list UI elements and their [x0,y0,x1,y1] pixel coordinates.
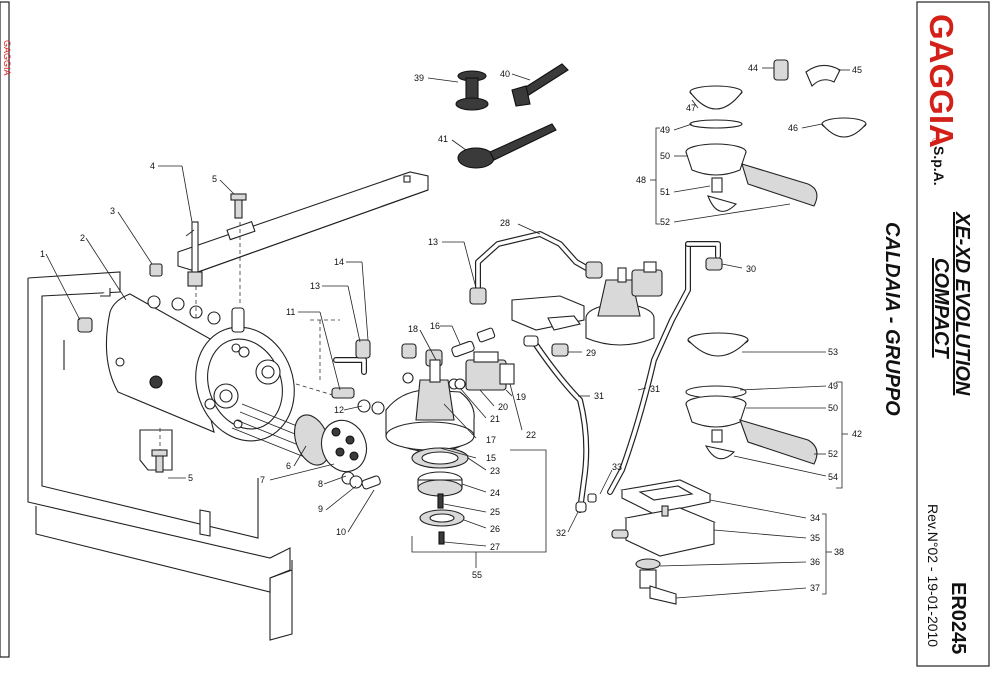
callout-39: 39 [414,73,424,83]
callout-6: 6 [286,461,291,471]
callout-52-top: 52 [660,217,670,227]
callout-26: 26 [490,524,500,534]
callout-48: 48 [636,175,646,185]
callout-17: 17 [486,435,496,445]
callout-40: 40 [500,69,510,79]
callout-13-right: 13 [428,237,438,247]
brew-group-assembly [331,327,547,553]
callout-28: 28 [500,218,510,228]
callout-38: 38 [834,547,844,557]
revision-label: Rev.N°02 - 19-01-2010 [925,504,941,647]
brand-suffix: S.p.A. [931,146,947,186]
callout-29: 29 [586,348,596,358]
callout-24: 24 [490,488,500,498]
callout-3: 3 [110,206,115,216]
callout-50-bottom: 50 [828,403,838,413]
brand-registered-mark: ® [930,138,940,145]
section-title: CALDAIA - GRUPPO [881,222,903,416]
callout-5-bottom: 5 [188,473,193,483]
callout-53: 53 [828,347,838,357]
callout-16: 16 [430,321,440,331]
left-edge-mark: GAGGIA [2,40,12,76]
callout-30: 30 [746,264,756,274]
callout-2: 2 [80,233,85,243]
callout-20: 20 [498,402,508,412]
callout-42: 42 [852,429,862,439]
callout-14: 14 [334,257,344,267]
callout-4: 4 [150,161,155,171]
callout-15: 15 [486,453,496,463]
document-code: ER0245 [947,582,969,654]
callout-19: 19 [516,392,526,402]
callout-22: 22 [526,430,536,440]
callout-36: 36 [810,557,820,567]
callout-5-top: 5 [212,174,217,184]
callout-32: 32 [556,528,566,538]
callout-49-top: 49 [660,125,670,135]
accessories [455,63,569,169]
drip-tray-assembly [575,479,716,605]
callout-1: 1 [40,249,45,259]
callout-35: 35 [810,533,820,543]
callout-7: 7 [260,475,265,485]
callout-8: 8 [318,479,323,489]
callout-55: 55 [472,570,482,580]
callout-34: 34 [810,513,820,523]
brand-logo: GAGGIA [923,14,960,148]
callout-13-left: 13 [310,281,320,291]
callout-44: 44 [748,63,758,73]
model-title-line1: XE-XD EVOLUTION [951,211,973,396]
boiler [77,193,381,490]
callout-11: 11 [286,307,295,317]
callout-9: 9 [318,504,323,514]
callout-51: 51 [660,187,670,197]
callout-52-bottom: 52 [828,449,838,459]
callout-37: 37 [810,583,820,593]
title-block: GAGGIA ® S.p.A. XE-XD EVOLUTION COMPACT … [881,14,973,654]
callout-41: 41 [438,134,448,144]
callout-labels: 1 2 3 4 5 5 6 7 8 9 10 11 12 13 13 14 15… [40,63,862,599]
callout-46: 46 [788,123,798,133]
callout-31-left: 31 [594,391,604,401]
callout-49-bottom: 49 [828,381,838,391]
title-block-border [916,1,990,667]
callout-18: 18 [408,324,418,334]
callout-12: 12 [334,405,344,415]
callout-31-right: 31 [650,384,660,394]
callout-25: 25 [490,507,500,517]
callout-47: 47 [686,103,696,113]
callout-33: 33 [612,462,622,472]
left-margin-border [0,1,10,658]
model-title-line2: COMPACT [930,258,952,359]
callout-23: 23 [490,466,500,476]
callout-45: 45 [852,65,862,75]
filter-holders [685,59,867,465]
callout-54: 54 [828,472,838,482]
callout-21: 21 [490,414,500,424]
callout-27: 27 [490,542,500,552]
callout-10: 10 [336,527,346,537]
callout-50-top: 50 [660,151,670,161]
